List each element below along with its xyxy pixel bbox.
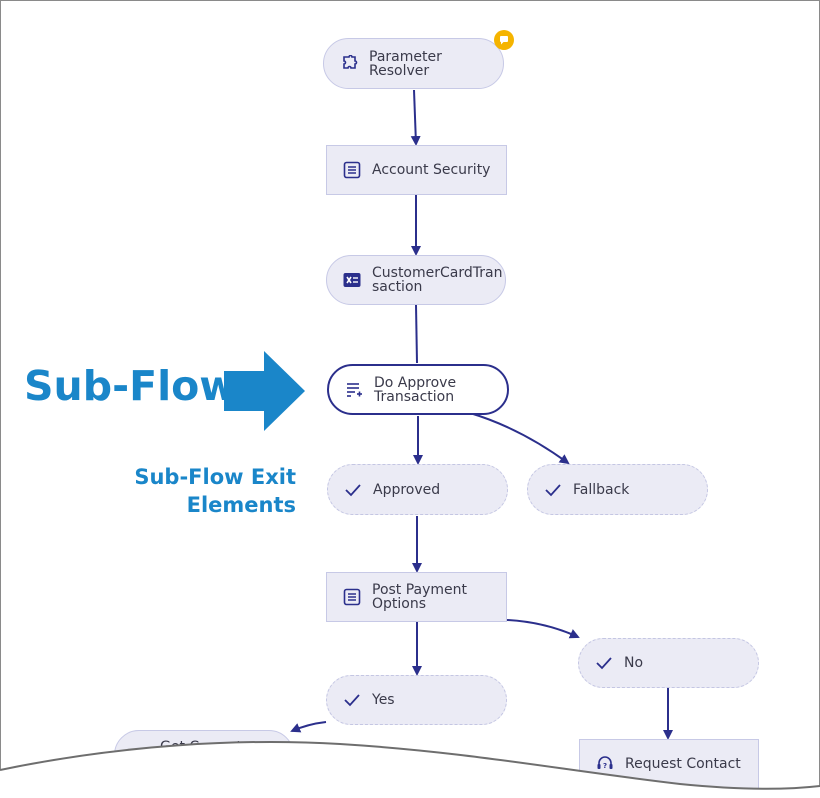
node-label: Account Security bbox=[372, 162, 491, 178]
node-label: No bbox=[624, 655, 644, 671]
connector-approve-to-fallback bbox=[469, 412, 570, 465]
list-icon bbox=[342, 587, 362, 607]
node-label: Fallback bbox=[573, 481, 630, 498]
svg-text:?: ? bbox=[603, 762, 607, 770]
check-icon bbox=[594, 653, 614, 673]
list-add-icon bbox=[344, 380, 364, 400]
subflow-callout-label: Sub-Flow bbox=[24, 362, 238, 410]
check-icon bbox=[543, 480, 563, 500]
node-label: Approved bbox=[373, 481, 441, 498]
node-label: Yes bbox=[372, 692, 395, 708]
node-no[interactable]: No bbox=[578, 638, 759, 688]
node-label: CustomerCardTran saction bbox=[372, 265, 503, 295]
node-label: Parameter Resolver bbox=[369, 48, 442, 79]
comment-badge-icon[interactable] bbox=[494, 30, 514, 50]
check-icon bbox=[342, 690, 362, 710]
node-label: Post Payment Options bbox=[372, 582, 468, 612]
node-approved[interactable]: Approved bbox=[327, 464, 508, 515]
connector-resolver-to-security bbox=[410, 89, 421, 146]
node-label: Do Approve Transaction bbox=[374, 374, 457, 405]
node-do-approve-transaction[interactable]: Do Approve Transaction bbox=[327, 364, 509, 415]
node-fallback[interactable]: Fallback bbox=[527, 464, 708, 515]
check-icon bbox=[343, 480, 363, 500]
headset-icon: ? bbox=[595, 754, 615, 774]
node-post-payment-options[interactable]: Post Payment Options bbox=[326, 572, 507, 622]
subflow-exit-callout-label: Sub-Flow Exit Elements bbox=[134, 465, 296, 517]
node-account-security[interactable]: Account Security bbox=[326, 145, 507, 195]
card-icon bbox=[342, 270, 362, 290]
node-label: Request Contact bbox=[625, 756, 741, 772]
connector-cardtransaction-to-approve bbox=[415, 304, 418, 364]
subflow-pointer-arrow bbox=[224, 351, 305, 431]
node-customer-card-transaction[interactable]: CustomerCardTran saction bbox=[326, 255, 506, 305]
list-icon bbox=[342, 160, 362, 180]
node-parameter-resolver[interactable]: Parameter Resolver bbox=[323, 38, 504, 89]
connector-postpayment-to-no bbox=[506, 619, 580, 639]
connector-yes-to-getcurrent bbox=[290, 721, 327, 733]
node-yes[interactable]: Yes bbox=[326, 675, 507, 725]
puzzle-icon bbox=[339, 54, 359, 74]
